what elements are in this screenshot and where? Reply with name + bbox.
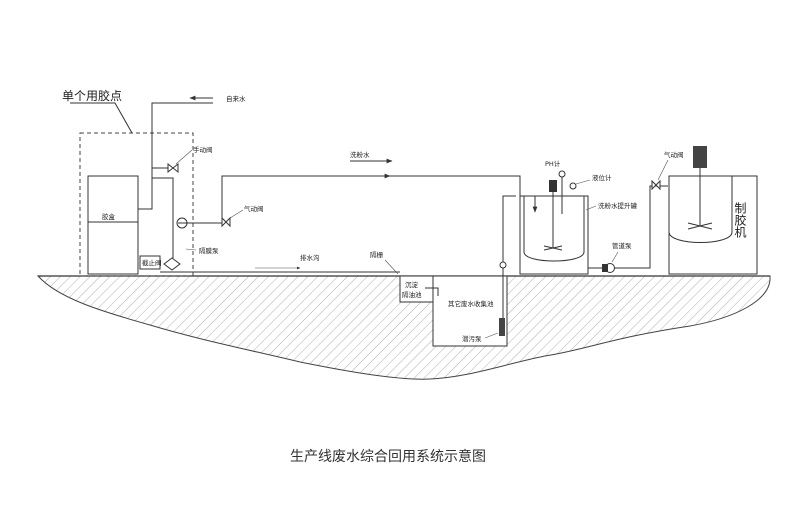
manual-valve-icon — [167, 162, 179, 174]
ph-meter-head — [558, 170, 566, 178]
diagram-caption: 生产线废水综合回用系统示意图 — [290, 448, 486, 465]
ground-hatch — [36, 275, 771, 380]
settle-pool-outflow — [425, 287, 439, 296]
transfer-pipe — [588, 185, 668, 269]
pneumatic-valve-left-icon — [221, 216, 231, 228]
tap-water-label: 自来水 — [226, 94, 246, 103]
level-meter-head — [569, 182, 577, 190]
grille-leader — [384, 259, 399, 275]
tank-agitator-blade — [543, 245, 563, 251]
glue-pipe-b — [138, 167, 176, 210]
wash-water-label: 洗粉水 — [350, 150, 370, 159]
transfer-pump-base — [602, 264, 608, 272]
settle-pool-label: 隔油池 — [402, 290, 422, 299]
wash-water-tank-leader — [585, 205, 597, 211]
level-meter-leader — [575, 179, 591, 185]
wash-water-tank-label: 洗粉水提升罐 — [598, 201, 638, 210]
glue-machine-motor — [693, 146, 707, 168]
other-wastewater-pool-label: 其它废水收集池 — [448, 299, 494, 308]
pneumatic-valve-left-label: 气动阀 — [244, 204, 264, 213]
diaphragm-pump-leader — [185, 248, 197, 251]
single-glue-point-boundary — [79, 132, 194, 277]
diaphragm-pump-label: 隔膜泵 — [199, 246, 219, 255]
shutoff-valve-box — [139, 255, 161, 270]
tap-water-pipe — [151, 102, 213, 209]
level-meter-label: 液位计 — [592, 173, 612, 182]
single-glue-point-label: 单个用胶点 — [62, 88, 122, 103]
sewage-pump-leader — [484, 332, 499, 339]
wash-water-pipe — [186, 175, 521, 224]
manual-valve-leader — [175, 149, 193, 165]
wash-water-tank — [523, 195, 585, 262]
settling-label: 沉淀 — [405, 280, 419, 289]
pneumatic-valve-right-label: 气动阀 — [664, 150, 684, 159]
glue-tank-label: 胶盒 — [102, 212, 116, 221]
tank-frame — [519, 195, 589, 275]
pneumatic-valve-right-leader — [657, 159, 669, 181]
transfer-pump-label: 管道泵 — [612, 241, 632, 250]
glue-machine-body — [668, 175, 758, 275]
glue-machine-blade — [687, 222, 713, 230]
grille-label: 隔栅 — [370, 250, 384, 259]
ph-meter-label: PH计 — [545, 159, 561, 168]
sewage-pump-label: 潜污泵 — [462, 334, 482, 343]
glue-machine-label-1: 制胶机 — [733, 202, 747, 238]
shutoff-valve-label: 截止阀 — [142, 258, 162, 267]
glue-station-box — [87, 175, 139, 275]
transfer-pump-leader — [611, 251, 619, 263]
sewage-pump-body — [499, 318, 505, 336]
diaphragm-pump-icon — [163, 257, 181, 271]
glue-pipe-a — [152, 177, 174, 258]
pneumatic-valve-right-icon — [651, 179, 661, 191]
pneumatic-valve-left-leader — [229, 209, 244, 219]
glue-machine-vessel — [668, 175, 733, 243]
manual-valve-label: 手动阀 — [193, 145, 213, 154]
settle-pool-pit — [399, 275, 434, 303]
sewage-pump-riser — [502, 195, 516, 318]
tank-agitator-motor — [549, 180, 557, 192]
glue-point-leader — [70, 102, 133, 134]
sewage-pump-check-valve — [499, 261, 507, 269]
drain-outlet-label: 排水沟 — [300, 253, 320, 262]
